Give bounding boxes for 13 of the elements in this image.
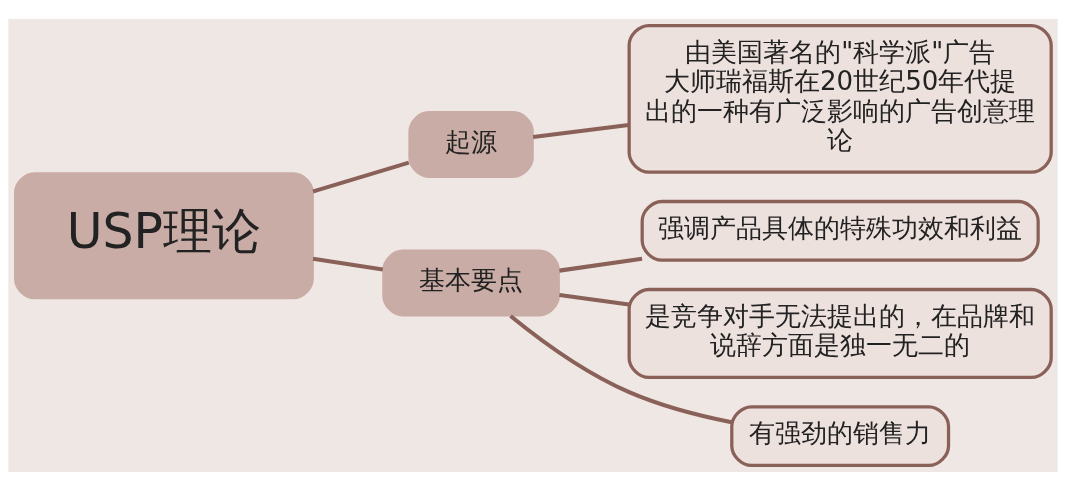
connector — [559, 292, 630, 307]
connector — [312, 160, 410, 193]
node-box: 基本要点 — [382, 249, 560, 316]
connector — [312, 256, 384, 271]
node-box: USP理论 — [14, 171, 314, 299]
node-box: 强调产品具体的特殊功效和利益 — [640, 199, 1040, 262]
node-box: 由美国著名的"科学派"广告大师瑞福斯在20世纪50年代提出的一种有广泛影响的广告创意理论 — [627, 23, 1053, 174]
connector — [559, 256, 643, 273]
node-box: 是竞争对手无法提出的，在品牌和说辞方面是独一无二的 — [627, 287, 1053, 379]
node-box: 有强劲的销售力 — [730, 404, 951, 467]
connector — [509, 313, 732, 424]
node-box: 起源 — [408, 110, 534, 178]
connector — [532, 122, 629, 139]
